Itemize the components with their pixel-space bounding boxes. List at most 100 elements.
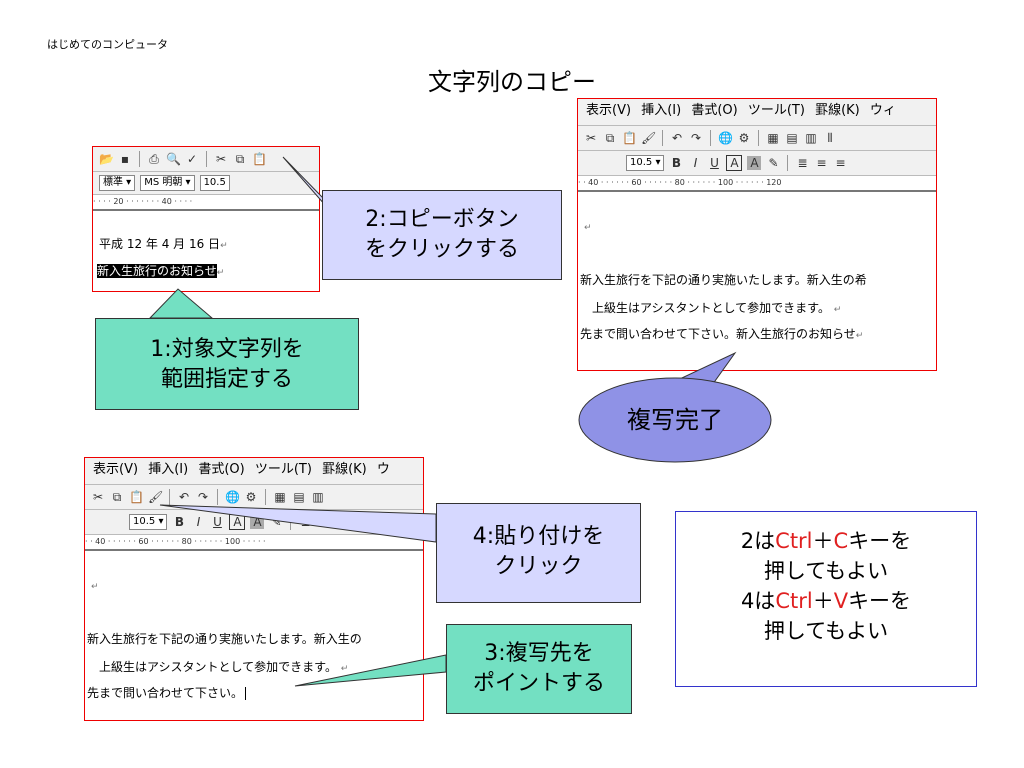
spellcheck-icon[interactable]: ✓: [186, 152, 198, 166]
print-icon[interactable]: ⎙: [149, 152, 159, 166]
insert-excel-icon[interactable]: ▥: [312, 490, 324, 504]
menu-table[interactable]: 罫線(K): [322, 462, 367, 477]
italic-icon[interactable]: I: [196, 515, 201, 529]
return-mark: ↵: [833, 305, 842, 315]
body-line-3-text: 先まで問い合わせて下さい。: [87, 686, 244, 700]
toolbar-separator: [758, 130, 759, 146]
note-line-3: 4はCtrl＋Vキーを: [676, 586, 976, 616]
undo-icon[interactable]: ↶: [671, 131, 683, 145]
callout-step3-line1: 3:複写先を: [484, 641, 594, 666]
menu-insert[interactable]: 挿入(I): [148, 462, 189, 477]
cut-icon[interactable]: ✂: [92, 490, 104, 504]
insert-table-icon[interactable]: ▤: [786, 131, 798, 145]
insert-table-icon[interactable]: ▤: [293, 490, 305, 504]
redo-icon[interactable]: ↷: [690, 131, 702, 145]
undo-icon[interactable]: ↶: [178, 490, 190, 504]
format-painter-icon[interactable]: 🖌: [641, 131, 657, 145]
menu-tools[interactable]: ツール(T): [747, 103, 805, 118]
paste-icon[interactable]: 📋: [622, 131, 637, 145]
date-text: 平成 12 年 4 月 16 日: [99, 237, 221, 251]
menu-view[interactable]: 表示(V): [93, 462, 139, 477]
body-line-1[interactable]: 新入生旅行を下記の通り実施いたします。新入生の希: [580, 273, 867, 287]
redo-icon[interactable]: ↷: [197, 490, 209, 504]
date-line[interactable]: 平成 12 年 4 月 16 日↵: [99, 235, 228, 252]
underline-icon[interactable]: U: [710, 156, 719, 170]
callout-step3-line2: ポイントする: [472, 671, 605, 696]
paste-icon[interactable]: 📋: [252, 152, 267, 166]
bold-icon[interactable]: B: [671, 156, 682, 170]
style-value: 標準: [103, 177, 123, 188]
hyperlink-icon[interactable]: 🌐: [718, 131, 733, 145]
menu-view[interactable]: 表示(V): [586, 103, 632, 118]
size-dropdown[interactable]: 10.5: [199, 175, 230, 191]
callout-step2: 2:コピーボタン をクリックする: [322, 190, 562, 280]
callout-step1-line1: 1:対象文字列を: [150, 337, 304, 362]
size-value: 10.5: [203, 177, 226, 188]
copy-icon[interactable]: ⧉: [112, 490, 122, 504]
hyperlink-icon[interactable]: 🌐: [225, 490, 240, 504]
highlight-icon[interactable]: ✎: [768, 156, 779, 170]
align-justify-icon[interactable]: ≣: [797, 156, 808, 170]
step1-pointer: [148, 288, 214, 319]
tables-borders-icon[interactable]: ▦: [767, 131, 779, 145]
body-line-1[interactable]: 新入生旅行を下記の通り実施いたします。新入生の: [87, 632, 362, 646]
highlight-icon[interactable]: ✎: [271, 515, 282, 529]
web-toolbar-icon[interactable]: ⚙: [738, 131, 750, 145]
callout-step1-line2: 範囲指定する: [160, 367, 293, 392]
cut-icon[interactable]: ✂: [585, 131, 597, 145]
body-line-3[interactable]: 先まで問い合わせて下さい。: [87, 684, 247, 701]
copy-icon[interactable]: ⧉: [235, 152, 245, 166]
body-line-2[interactable]: 上級生はアシスタントとして参加できます。 ↵: [99, 658, 348, 675]
callout-done: 複写完了: [627, 406, 723, 434]
menu-table[interactable]: 罫線(K): [815, 103, 860, 118]
size-dropdown[interactable]: 10.5 ▾: [626, 155, 665, 171]
italic-icon[interactable]: I: [693, 156, 698, 170]
callout-step4-line2: クリック: [494, 554, 583, 579]
save-icon[interactable]: ▪: [120, 152, 130, 166]
char-border-icon[interactable]: A: [726, 155, 743, 171]
return-mark: ↵: [220, 241, 228, 251]
menu-window[interactable]: ウ: [376, 462, 390, 477]
format-painter-icon[interactable]: 🖌: [148, 490, 164, 504]
align-center-icon[interactable]: ≡: [816, 156, 827, 170]
web-toolbar-icon[interactable]: ⚙: [245, 490, 257, 504]
toolbar-separator: [787, 155, 789, 171]
bold-icon[interactable]: B: [174, 515, 185, 529]
menu-format[interactable]: 書式(O): [198, 462, 245, 477]
return-mark: ↵: [340, 664, 349, 674]
copy-icon[interactable]: ⧉: [605, 131, 615, 145]
cut-icon[interactable]: ✂: [215, 152, 227, 166]
columns-icon[interactable]: ⫴: [827, 131, 833, 145]
tables-borders-icon[interactable]: ▦: [274, 490, 286, 504]
callout-step4: 4:貼り付けを クリック: [436, 503, 641, 603]
body-line-3[interactable]: 先まで問い合わせて下さい。新入生旅行のお知らせ↵: [580, 325, 863, 342]
key-v: V: [833, 589, 849, 613]
align-right-icon[interactable]: ≡: [835, 156, 846, 170]
paste-icon[interactable]: 📋: [129, 490, 144, 504]
insert-excel-icon[interactable]: ▥: [805, 131, 817, 145]
menu-window[interactable]: ウィ: [869, 103, 896, 118]
note-key-suffix: キーを: [848, 529, 912, 553]
folder-open-icon[interactable]: 📂: [99, 152, 114, 166]
menu-bar: 表示(V) 挿入(I) 書式(O) ツール(T) 罫線(K) ウィ: [578, 99, 936, 126]
ruler: · · 40 · · · · · · 60 · · · · · · 80 · ·…: [578, 176, 936, 192]
style-dropdown[interactable]: 標準 ▾: [99, 175, 136, 191]
selected-line[interactable]: 新入生旅行のお知らせ↵: [97, 262, 224, 279]
key-ctrl: Ctrl: [775, 529, 813, 553]
menu-insert[interactable]: 挿入(I): [641, 103, 682, 118]
menu-tools[interactable]: ツール(T): [254, 462, 312, 477]
menu-format[interactable]: 書式(O): [691, 103, 738, 118]
print-preview-icon[interactable]: 🔍: [166, 152, 181, 166]
body-line-2[interactable]: 上級生はアシスタントとして参加できます。 ↵: [592, 299, 841, 316]
format-toolbar: 10.5 ▾ B I U A A ✎ ≣ ≡ ≡: [578, 151, 936, 176]
ruler: · · · · 20 · · · · · · · 40 · · · ·: [93, 195, 319, 211]
font-dropdown[interactable]: MS 明朝 ▾: [140, 175, 195, 191]
char-shading-icon[interactable]: A: [747, 156, 762, 170]
size-dropdown[interactable]: 10.5 ▾: [129, 514, 168, 530]
callout-step4-line1: 4:貼り付けを: [472, 524, 605, 549]
return-mark: ↵: [584, 223, 592, 233]
key-ctrl: Ctrl: [775, 589, 813, 613]
page-header: はじめてのコンピュータ: [47, 38, 168, 51]
screenshot-copy-result: 表示(V) 挿入(I) 書式(O) ツール(T) 罫線(K) ウィ ✂ ⧉ 📋 …: [577, 98, 937, 371]
underline-icon[interactable]: U: [213, 515, 222, 529]
